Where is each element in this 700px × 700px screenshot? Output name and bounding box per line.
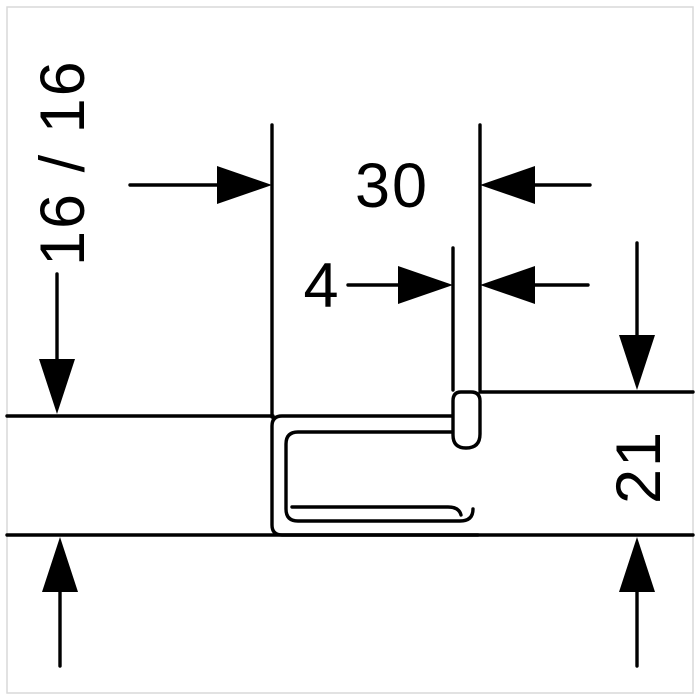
profile-cross-section: [270, 390, 482, 537]
arrowhead-down-icon: [619, 335, 655, 390]
profile-outer-outline: [270, 414, 480, 537]
dimension-right-height: 21: [604, 241, 674, 668]
dimension-top-width: 30: [128, 151, 592, 221]
dimension-bottom-left-pointer: [42, 537, 78, 668]
dim-label-right-height: 21: [604, 430, 674, 504]
arrowhead-up-icon: [619, 537, 655, 592]
arrowhead-up-icon: [42, 537, 78, 592]
dim-label-left-height: 16 / 16: [28, 59, 98, 266]
dimension-flange-thickness: 4: [303, 251, 590, 321]
dim-label-top-width: 30: [355, 151, 429, 221]
dimension-left-height: 16 / 16: [28, 59, 98, 414]
arrowhead-right-icon: [217, 166, 272, 204]
arrowhead-left-icon: [480, 266, 535, 304]
profile-hook-flange: [451, 390, 482, 450]
arrowhead-right-icon: [398, 266, 453, 304]
dim-label-flange-thickness: 4: [303, 251, 340, 321]
arrowhead-down-icon: [39, 359, 75, 414]
profile-inner-outline: [284, 430, 475, 523]
profile-inner-rib-line: [290, 505, 463, 517]
arrowhead-left-icon: [480, 166, 535, 204]
drawing-frame: [6, 6, 694, 694]
